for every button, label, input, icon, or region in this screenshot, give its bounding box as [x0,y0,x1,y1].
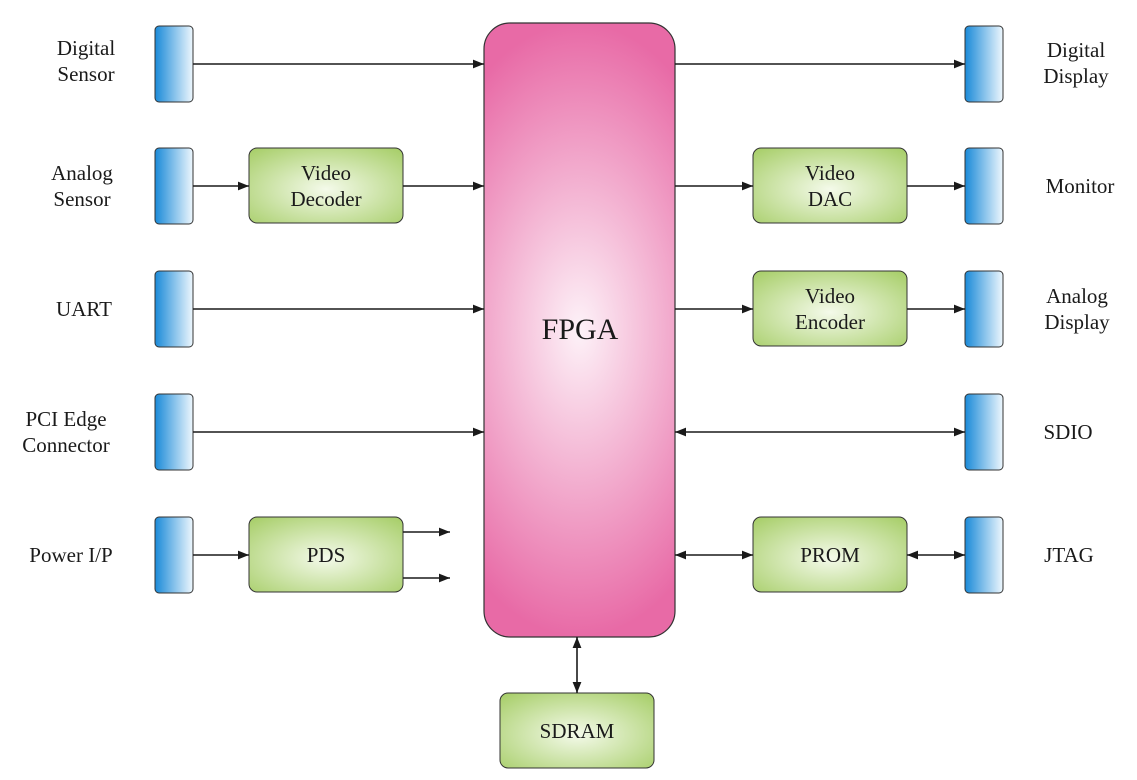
connector-sdio [964,393,1004,471]
label-analog-sensor-2: Sensor [53,187,110,211]
label-jtag: JTAG [1044,543,1094,567]
label-power: Power I/P [29,543,112,567]
label-digital-display-2: Display [1043,64,1109,88]
label-digital-display-1: Digital [1047,38,1105,62]
label-digital-sensor-2: Sensor [57,62,114,86]
connector-pci [154,393,194,471]
video-decoder-label-2: Decoder [290,187,361,211]
prom-label: PROM [800,543,860,567]
connector-uart [154,270,194,348]
connector-analog-sensor [154,147,194,225]
label-sdio: SDIO [1043,420,1092,444]
video-dac-label-1: Video [805,161,855,185]
video-encoder-block [752,270,908,347]
label-pci-1: PCI Edge [25,407,106,431]
connector-monitor [964,147,1004,225]
arrows [193,59,965,693]
label-analog-sensor-1: Analog [51,161,113,185]
connector-power [154,516,194,594]
label-digital-sensor-1: Digital [57,36,115,60]
sdram-label: SDRAM [540,719,615,743]
label-monitor: Monitor [1046,174,1115,198]
label-analog-display-2: Display [1044,310,1110,334]
video-dac-label-2: DAC [808,187,852,211]
connector-analog-display [964,270,1004,348]
video-encoder-label-1: Video [805,284,855,308]
fpga-label: FPGA [542,313,619,346]
video-decoder-block [248,147,404,224]
right-connectors [964,25,1004,594]
connector-digital-sensor [154,25,194,103]
connector-digital-display [964,25,1004,103]
video-decoder-label-1: Video [301,161,351,185]
left-connectors [154,25,194,594]
pds-label: PDS [307,543,346,567]
video-dac-block [752,147,908,224]
video-encoder-label-2: Encoder [795,310,865,334]
connector-jtag [964,516,1004,594]
label-uart: UART [56,297,112,321]
label-pci-2: Connector [22,433,109,457]
label-analog-display-1: Analog [1046,284,1108,308]
